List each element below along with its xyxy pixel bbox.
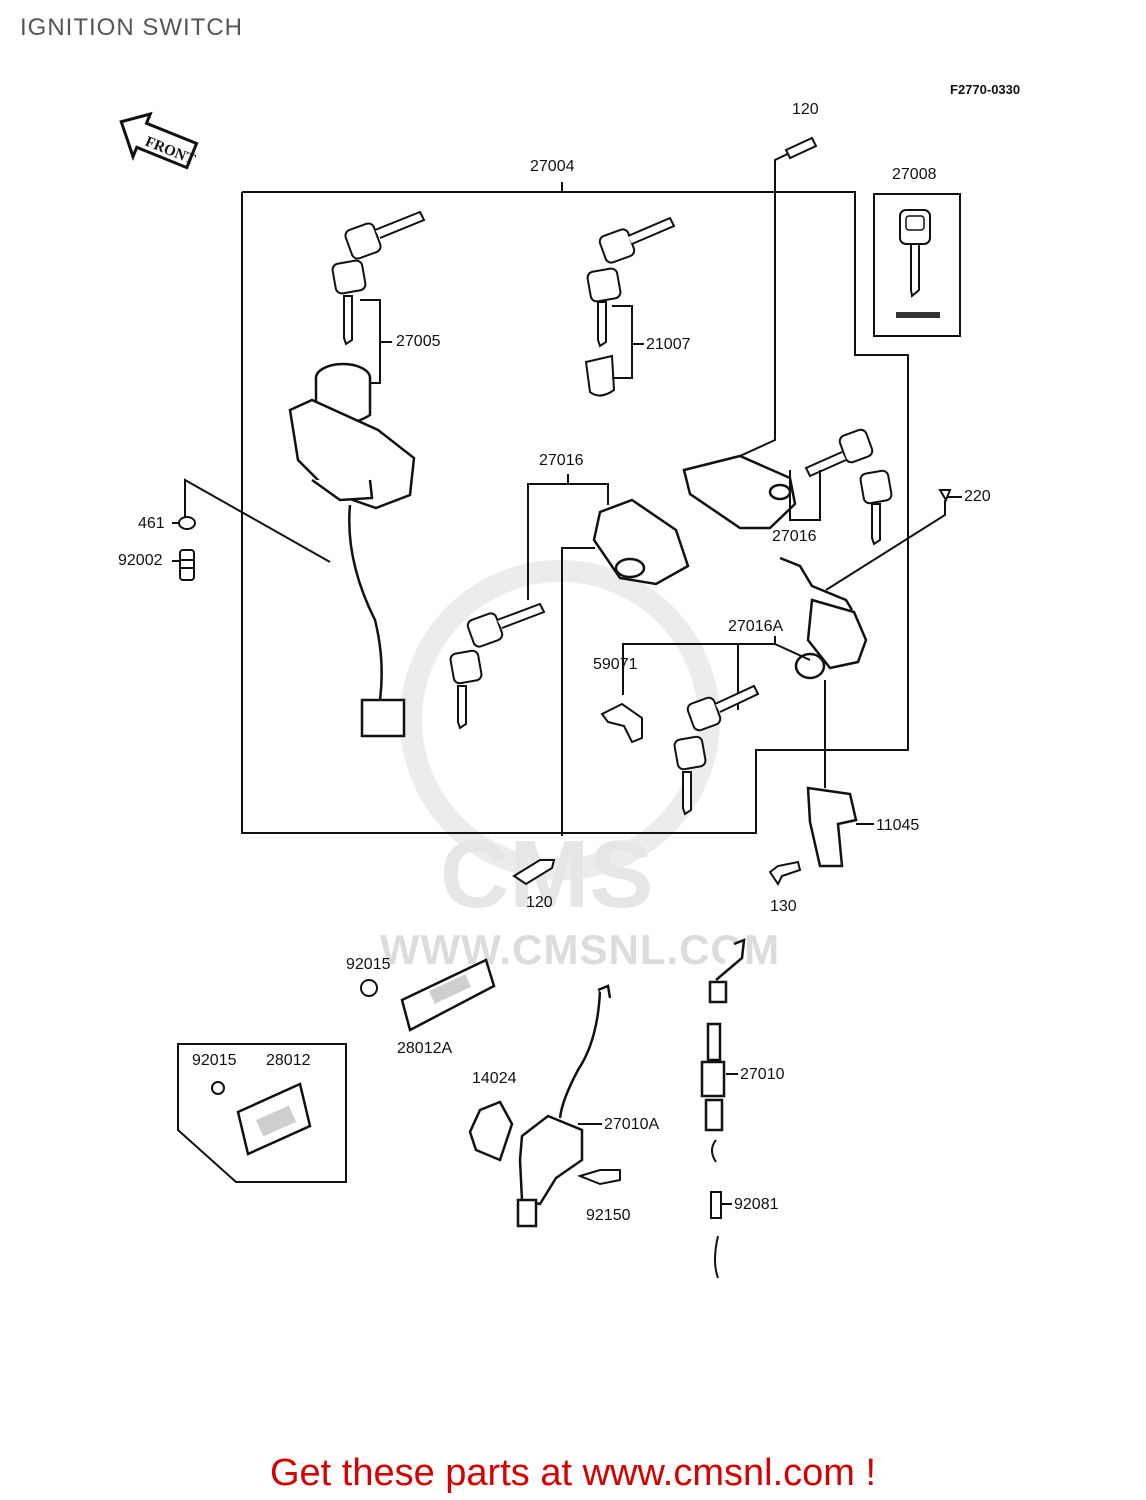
part-label-28012: 28012	[266, 1052, 311, 1069]
part-label-27016A: 27016A	[728, 618, 784, 635]
nut-92015-box	[211, 1081, 225, 1095]
watermark-url: WWW.CMSNL.COM	[379, 926, 781, 973]
reflector-28012	[236, 1082, 312, 1156]
watermark-brand: CMS	[440, 821, 654, 928]
part-label-220: 220	[964, 488, 991, 505]
part-label-21007: 21007	[646, 336, 691, 353]
part-label-27010A: 27010A	[604, 1116, 660, 1133]
part-label-92002: 92002	[118, 552, 163, 569]
screw-120-bottom	[512, 859, 556, 886]
part-label-92081: 92081	[734, 1196, 779, 1213]
seat-lock-27016	[592, 498, 690, 586]
holder-14024	[468, 1100, 514, 1162]
part-label-461: 461	[138, 515, 165, 532]
figure-code: F2770-0330	[950, 82, 1021, 97]
key-pair-27016-right	[804, 428, 893, 546]
spring-92081	[710, 1139, 722, 1279]
key-pair-27016-mid	[449, 602, 546, 730]
screw-92150	[576, 1169, 621, 1186]
reflector-28012A	[400, 958, 496, 1032]
part-label-120-top: 120	[792, 101, 819, 118]
key-pair-27005	[331, 210, 426, 346]
part-label-92015-box: 92015	[192, 1052, 237, 1069]
frame-27004	[241, 191, 909, 834]
steering-lock-27016A	[779, 556, 868, 680]
helmet-lock-27016	[682, 454, 797, 530]
page-title: IGNITION SWITCH	[20, 14, 243, 41]
bracket-11045	[806, 786, 858, 868]
part-label-27004: 27004	[530, 158, 575, 175]
clip-59071	[600, 702, 643, 744]
part-label-14024: 14024	[472, 1070, 517, 1087]
screw-120-top	[784, 136, 818, 160]
part-label-27008: 27008	[892, 166, 937, 183]
part-label-130: 130	[770, 898, 797, 915]
key-tag-27008	[896, 209, 940, 318]
front-arrow: FRONT	[119, 111, 199, 170]
bolt-92002	[179, 549, 195, 581]
part-label-59071: 59071	[593, 656, 638, 673]
switch-27010	[700, 938, 746, 1132]
switch-27010A	[516, 984, 612, 1228]
part-label-92015-top: 92015	[346, 956, 391, 973]
promo-link[interactable]: Get these parts at www.cmsnl.com !	[269, 1452, 877, 1494]
key-tag-27008-box	[873, 193, 961, 337]
part-label-11045: 11045	[876, 817, 920, 834]
part-label-92150: 92150	[586, 1207, 631, 1224]
washer-461	[178, 516, 196, 530]
bolt-130	[768, 860, 802, 886]
key-pair-27016A	[673, 684, 760, 816]
nut-92015	[360, 979, 378, 997]
part-label-27010: 27010	[740, 1066, 785, 1083]
key-pair-21007	[584, 216, 676, 397]
part-label-27005: 27005	[396, 333, 441, 350]
part-label-120-bottom: 120	[526, 894, 553, 911]
part-label-28012A: 28012A	[397, 1040, 453, 1057]
ignition-switch-body	[288, 362, 416, 738]
part-label-27016-right: 27016	[772, 528, 817, 545]
reflector-kit-box	[177, 1043, 347, 1183]
part-label-27016-mid: 27016	[539, 452, 584, 469]
